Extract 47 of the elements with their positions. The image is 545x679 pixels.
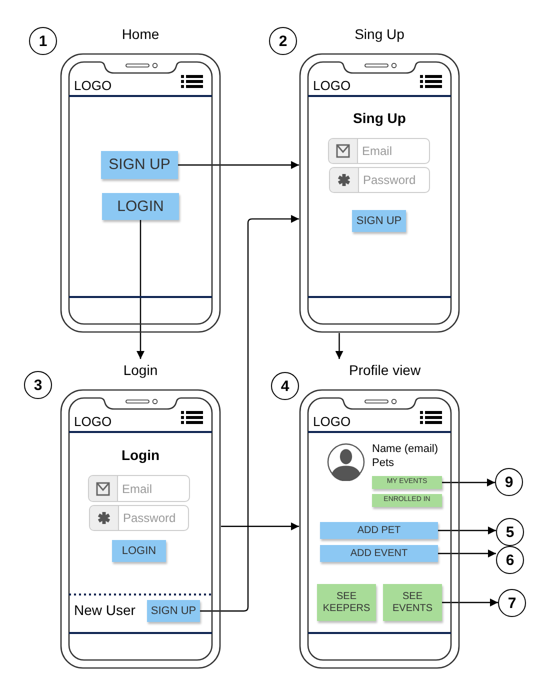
arrow bbox=[442, 478, 495, 486]
arrow bbox=[438, 550, 496, 558]
header-text: LOGO bbox=[74, 78, 112, 93]
arrow bbox=[438, 526, 496, 534]
button: ADD EVENT bbox=[320, 545, 438, 562]
arrow bbox=[442, 598, 498, 606]
header-text: LOGO bbox=[313, 414, 351, 429]
placeholder-text: Password bbox=[363, 173, 416, 187]
number-circle: 2 bbox=[269, 27, 297, 55]
button: SEE EVENTS bbox=[383, 584, 442, 621]
screen-heading: Sing Up bbox=[352, 110, 407, 126]
header-text: LOGO bbox=[74, 414, 112, 429]
input-field bbox=[89, 505, 189, 531]
screen-title: Login bbox=[122, 362, 159, 378]
arrow bbox=[335, 333, 344, 359]
number-circle: 1 bbox=[29, 27, 57, 55]
button: SIGN UP bbox=[352, 210, 406, 232]
placeholder-text: Email bbox=[362, 144, 392, 158]
arrow bbox=[178, 161, 299, 169]
button: SIGN UP bbox=[101, 151, 178, 179]
button: LOGIN bbox=[112, 540, 166, 562]
number-circle: 6 bbox=[496, 546, 524, 574]
profile-name: Name (email) bbox=[372, 443, 438, 455]
screen-title: Home bbox=[120, 26, 160, 42]
button: LOGIN bbox=[102, 193, 179, 220]
placeholder-text: Email bbox=[122, 482, 152, 496]
input-field bbox=[329, 167, 430, 193]
number-circle: 9 bbox=[495, 468, 523, 496]
arrow bbox=[221, 522, 299, 530]
input-field bbox=[88, 475, 190, 502]
arrow bbox=[200, 214, 299, 612]
number-circle: 3 bbox=[24, 371, 52, 399]
screen-title: Profile view bbox=[349, 362, 421, 378]
button: ADD PET bbox=[320, 522, 438, 539]
profile-pets: Pets bbox=[372, 457, 394, 469]
screen-title: Sing Up bbox=[354, 26, 406, 42]
number-circle: 5 bbox=[496, 518, 524, 546]
prompt-text: New User bbox=[74, 602, 136, 618]
screen-heading: Login bbox=[120, 447, 161, 463]
arrow bbox=[136, 220, 144, 359]
button: SEE KEEPERS bbox=[317, 584, 376, 621]
number-circle: 7 bbox=[498, 589, 526, 617]
header-text: LOGO bbox=[313, 78, 351, 93]
input-field bbox=[328, 138, 430, 164]
number-circle: 4 bbox=[271, 372, 299, 400]
placeholder-text: Password bbox=[123, 511, 176, 525]
button: SIGN UP bbox=[147, 600, 200, 622]
